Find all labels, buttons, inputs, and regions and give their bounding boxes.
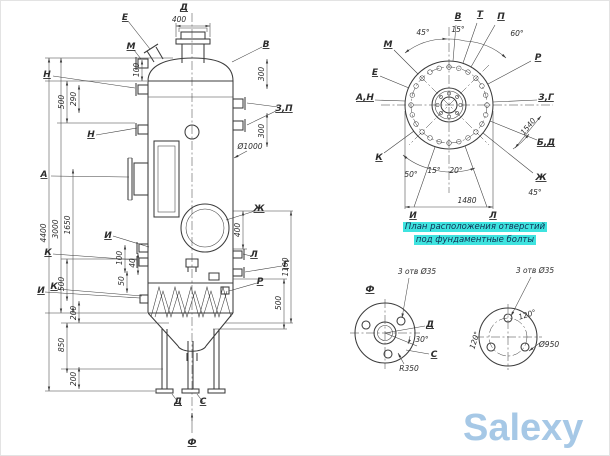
nozzle-label-a: А (40, 170, 48, 180)
top-view-leaders (374, 22, 538, 208)
nozzle-label-n2: Н (87, 130, 95, 140)
bolt-label-s: С (431, 350, 438, 360)
dim-300-b: 300 (257, 124, 266, 139)
angle-15-bottom: 15° (427, 166, 441, 175)
view-arrow-f-label: Ф (188, 438, 197, 448)
dim-dia950: Ø950 (538, 340, 559, 349)
top-label-i: И (409, 211, 417, 221)
nozzle-label-zh: Ж (252, 204, 265, 214)
dim-1540: 1540 (519, 116, 538, 137)
angle-20: 20° (449, 166, 463, 175)
angle-60-top: 60° (510, 29, 524, 38)
nozzle-label-d-top: Д (179, 3, 188, 13)
nozzle-label-i1: И (104, 231, 112, 241)
top-label-r: Р (535, 53, 542, 63)
top-label-t: Т (477, 10, 484, 20)
leg-label-d: Д (173, 397, 182, 407)
top-label-v: В (455, 12, 462, 22)
dim-1650: 1650 (63, 215, 72, 234)
caption-line-1: План расположения отверстий (402, 222, 548, 232)
angle-120-b: 120° (517, 307, 537, 321)
top-label-zh: Ж (534, 173, 547, 183)
watermark-logo: Salexy (463, 407, 584, 449)
angle-15-top: 15° (451, 25, 465, 34)
dim-50: 50 (117, 276, 126, 286)
dim-300-a: 300 (257, 67, 266, 82)
top-label-p: П (497, 12, 505, 22)
top-label-zg: З,Г (538, 93, 555, 103)
angle-50: 50° (404, 170, 418, 179)
angle-45-bottom: 45° (528, 188, 542, 197)
nozzle-label-r: Р (257, 277, 264, 287)
dim-290: 290 (69, 92, 78, 107)
foundation-view-left: Ф 3 отв Ø35 Д 30° С R350 (350, 267, 438, 373)
foundation-view-right: 3 отв Ø35 120° 120° Ø950 (468, 266, 559, 370)
dim-3000: 3000 (51, 219, 60, 238)
dimension-lines (47, 24, 293, 392)
top-label-l: Л (488, 211, 497, 221)
dim-100-mid: 100 (115, 251, 124, 266)
holes-note-left: 3 отв Ø35 (398, 267, 437, 276)
dim-100-top: 100 (132, 63, 141, 78)
dim-40: 40 (128, 258, 137, 268)
view-label-f: Ф (366, 285, 375, 295)
top-label-k: К (375, 153, 383, 163)
top-label-e: Е (372, 68, 379, 78)
dim-500-right: 500 (274, 296, 283, 311)
nozzle-label-k2: К (50, 282, 58, 292)
angle-30: 30° (415, 335, 429, 344)
dim-500-b: 500 (57, 277, 66, 292)
top-label-an: А,Н (355, 93, 374, 103)
angle-45-top: 45° (416, 28, 430, 37)
dim-200-a: 200 (69, 306, 78, 321)
front-leaders (44, 20, 283, 403)
caption-line-2: под фундаментные болты (413, 235, 537, 245)
dim-400-top: 400 (172, 15, 187, 24)
nozzle-label-n1: Н (43, 70, 51, 80)
holes-note-right: 3 отв Ø35 (516, 266, 555, 275)
dim-500-a: 500 (57, 95, 66, 110)
nozzle-label-v-front: В (263, 40, 270, 50)
nozzle-label-e: Е (122, 13, 129, 23)
nozzle-label-i2: И (37, 286, 45, 296)
dim-1480: 1480 (457, 196, 476, 205)
nozzle-label-g: Г (283, 260, 290, 270)
top-label-m: М (384, 40, 393, 50)
dim-dia1000: Ø1000 (237, 142, 263, 151)
dim-4400: 4400 (39, 223, 48, 242)
bolt-label-d: Д (425, 320, 434, 330)
dim-r350: R350 (399, 364, 419, 373)
caption-foundation-plan: План расположения отверстий под фундамен… (377, 221, 573, 247)
top-view: В Т П 45° 15° 60° М Р Е А,Н З,Г 1540 Б,Д… (355, 10, 555, 221)
dim-400-right: 400 (233, 223, 242, 238)
top-label-bd: Б,Д (537, 138, 555, 148)
dim-1100: 1100 (281, 257, 290, 276)
dim-850: 850 (57, 338, 66, 353)
leg-label-s: С (200, 397, 207, 407)
front-view: Е Д 400 М В 100 Н 500 290 300 З,П 300 Н … (37, 3, 293, 448)
nozzle-label-k1: К (44, 248, 52, 258)
nozzle-label-m: М (127, 42, 136, 52)
nozzle-label-zp: З,П (275, 104, 293, 114)
dim-200-b: 200 (69, 372, 78, 387)
nozzle-label-l: Л (249, 250, 258, 260)
